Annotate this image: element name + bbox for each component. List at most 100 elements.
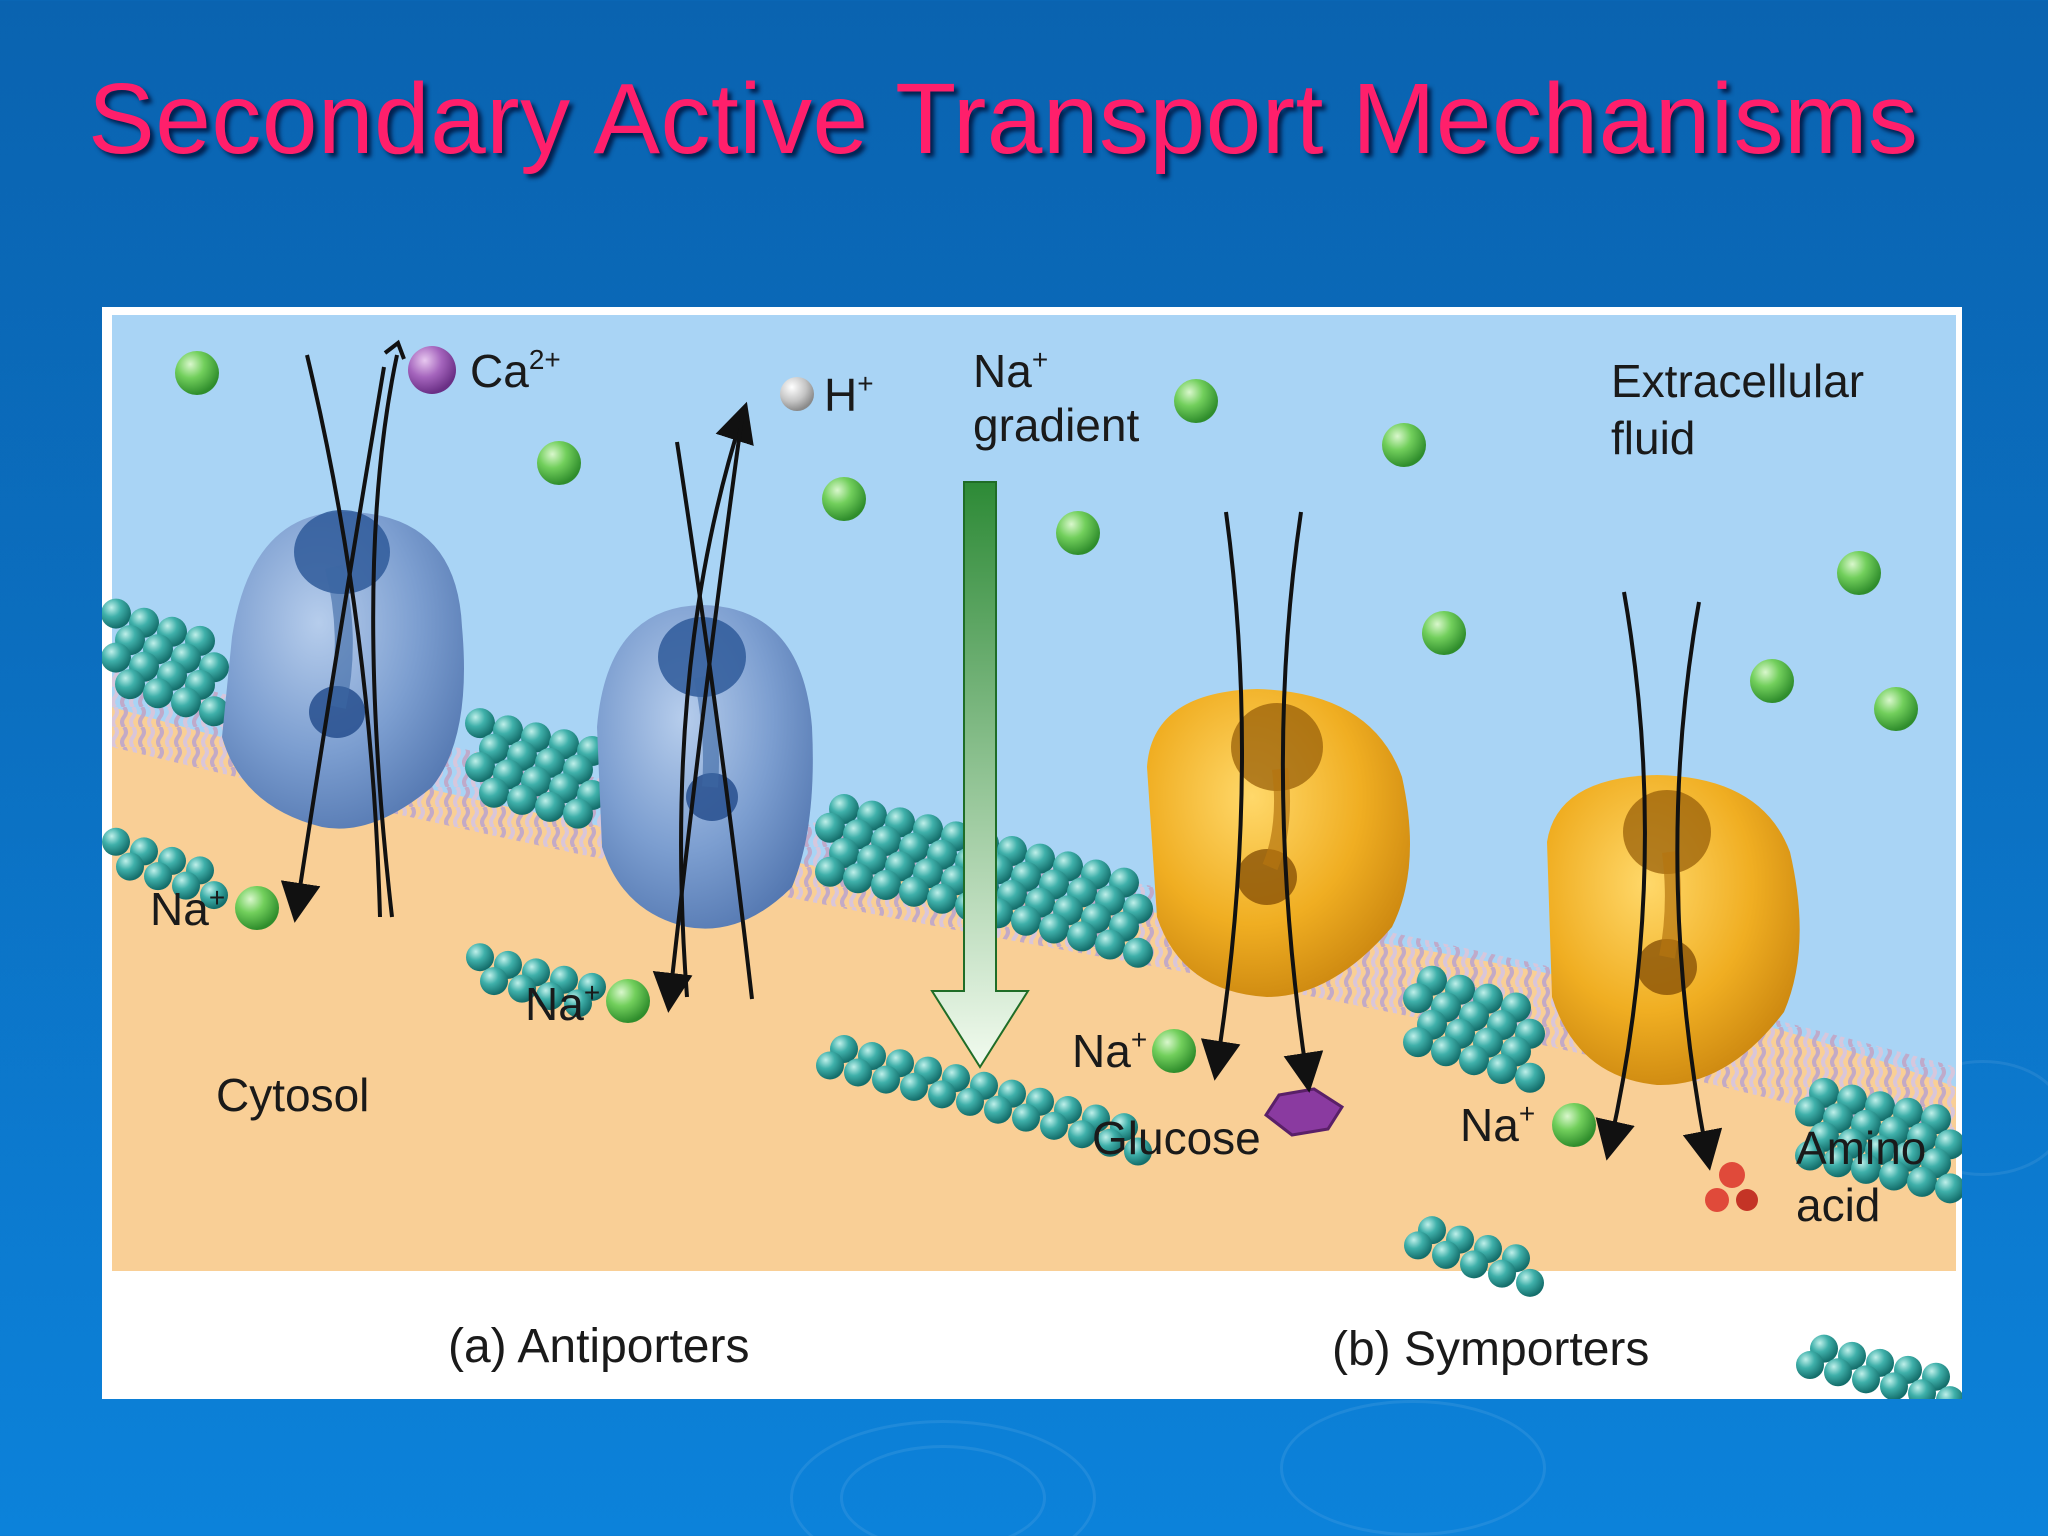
sodium-ion	[1750, 659, 1794, 703]
sodium-influx-arrow	[652, 416, 744, 1013]
head-group	[1795, 1140, 1825, 1171]
head-group	[1012, 1103, 1040, 1132]
hydrogen-ion	[780, 377, 814, 411]
calcium-ion	[408, 346, 456, 394]
head-group	[200, 881, 228, 910]
head-group	[172, 871, 200, 900]
na-gradient-label-2: gradient	[973, 399, 1139, 451]
head-group	[1515, 1062, 1545, 1093]
sodium-ion	[175, 351, 219, 395]
head-group	[815, 856, 845, 887]
extracellular-sodium-ions	[175, 351, 1918, 731]
na-gradient-label: Na+	[973, 344, 1048, 397]
head-group	[899, 876, 929, 907]
amino-acid-influx-arrow	[1675, 601, 1723, 1171]
head-group	[1796, 1351, 1824, 1380]
head-group	[1096, 1128, 1124, 1157]
head-group	[1880, 1372, 1908, 1399]
head-group	[1403, 983, 1433, 1014]
sodium-influx-arrow	[280, 366, 386, 923]
sodium-ion	[1056, 511, 1100, 555]
sodium-ion-label: Na+	[1460, 1098, 1535, 1151]
head-group	[102, 827, 130, 856]
head-group	[872, 1065, 900, 1094]
head-group	[1095, 929, 1125, 960]
head-group	[144, 862, 172, 891]
sodium-ion	[1874, 687, 1918, 731]
transport-diagram: Ca2+ H+ Na+ gradient Extracellular fluid…	[102, 315, 1962, 1399]
amino-acid-label-2: acid	[1796, 1179, 1880, 1231]
sodium-ion-label: Na+	[525, 977, 600, 1030]
antiporters-caption: (a) Antiporters	[448, 1320, 749, 1373]
background-ripple	[840, 1445, 1046, 1536]
head-group	[199, 696, 229, 727]
amino-acid-label: Amino	[1796, 1122, 1926, 1174]
head-group	[1039, 913, 1069, 944]
head-group	[956, 1087, 984, 1116]
head-group	[171, 687, 201, 718]
head-group	[466, 943, 494, 972]
head-group	[1460, 1250, 1488, 1279]
na-gradient-arrow	[930, 481, 1030, 1069]
head-group	[928, 1080, 956, 1109]
sodium-ion	[822, 477, 866, 521]
head-group	[1935, 1173, 1962, 1204]
head-group	[1936, 1386, 1962, 1399]
head-group	[1403, 1027, 1433, 1058]
head-group	[465, 752, 495, 783]
head-group	[1124, 1137, 1152, 1166]
extracellular-region	[112, 315, 1956, 1087]
sodium-ion-label: Na+	[1072, 1024, 1147, 1077]
head-group	[984, 1095, 1012, 1124]
antiporter-protein-calcium	[222, 510, 464, 829]
head-group	[115, 669, 145, 700]
head-group	[1851, 1153, 1881, 1184]
head-group	[116, 852, 144, 881]
head-group	[1432, 1240, 1460, 1269]
sodium-ion	[1552, 1103, 1596, 1147]
figure-panel: Ca2+ H+ Na+ gradient Extracellular fluid…	[102, 307, 1962, 1399]
sodium-ion	[1837, 551, 1881, 595]
symporter-protein-glucose	[1147, 689, 1410, 997]
head-group	[508, 974, 536, 1003]
antiporter-1-inflow-line	[305, 354, 382, 918]
sodium-ion	[235, 886, 279, 930]
extracellular-fluid-label-2: fluid	[1611, 412, 1695, 464]
head-group	[536, 982, 564, 1011]
head-group	[1824, 1358, 1852, 1387]
head-group	[479, 777, 509, 808]
head-group	[1488, 1259, 1516, 1288]
sodium-ion	[1152, 1029, 1196, 1073]
head-group	[1879, 1160, 1909, 1191]
slide-title: Secondary Active Transport Mechanisms	[88, 63, 1919, 175]
head-group	[507, 784, 537, 815]
head-group	[1068, 1120, 1096, 1149]
head-group	[480, 967, 508, 996]
head-group	[816, 1051, 844, 1080]
glucose-label: Glucose	[1092, 1112, 1261, 1164]
head-group	[1907, 1166, 1937, 1197]
head-group	[1011, 905, 1041, 936]
transport-arrows	[280, 339, 1723, 1171]
head-group	[1908, 1379, 1936, 1399]
head-group	[1852, 1365, 1880, 1394]
head-group	[564, 989, 592, 1018]
head-group	[143, 678, 173, 709]
head-group	[1823, 1147, 1853, 1178]
sodium-influx-arrow	[1595, 591, 1647, 1161]
head-group	[843, 863, 873, 894]
head-group	[102, 642, 131, 673]
hydrogen-ion-label: H+	[824, 368, 874, 421]
cytosol-label: Cytosol	[216, 1069, 369, 1121]
head-group	[563, 798, 593, 829]
head-group	[1516, 1268, 1544, 1297]
sodium-ion	[1174, 379, 1218, 423]
sodium-ion	[1382, 423, 1426, 467]
head-group	[1459, 1045, 1489, 1076]
head-group	[1431, 1036, 1461, 1067]
glucose-influx-arrow	[1280, 511, 1324, 1093]
calcium-ion-label: Ca2+	[470, 344, 561, 397]
head-group	[871, 869, 901, 900]
sodium-ion	[606, 979, 650, 1023]
background-ripple	[1280, 1400, 1546, 1536]
